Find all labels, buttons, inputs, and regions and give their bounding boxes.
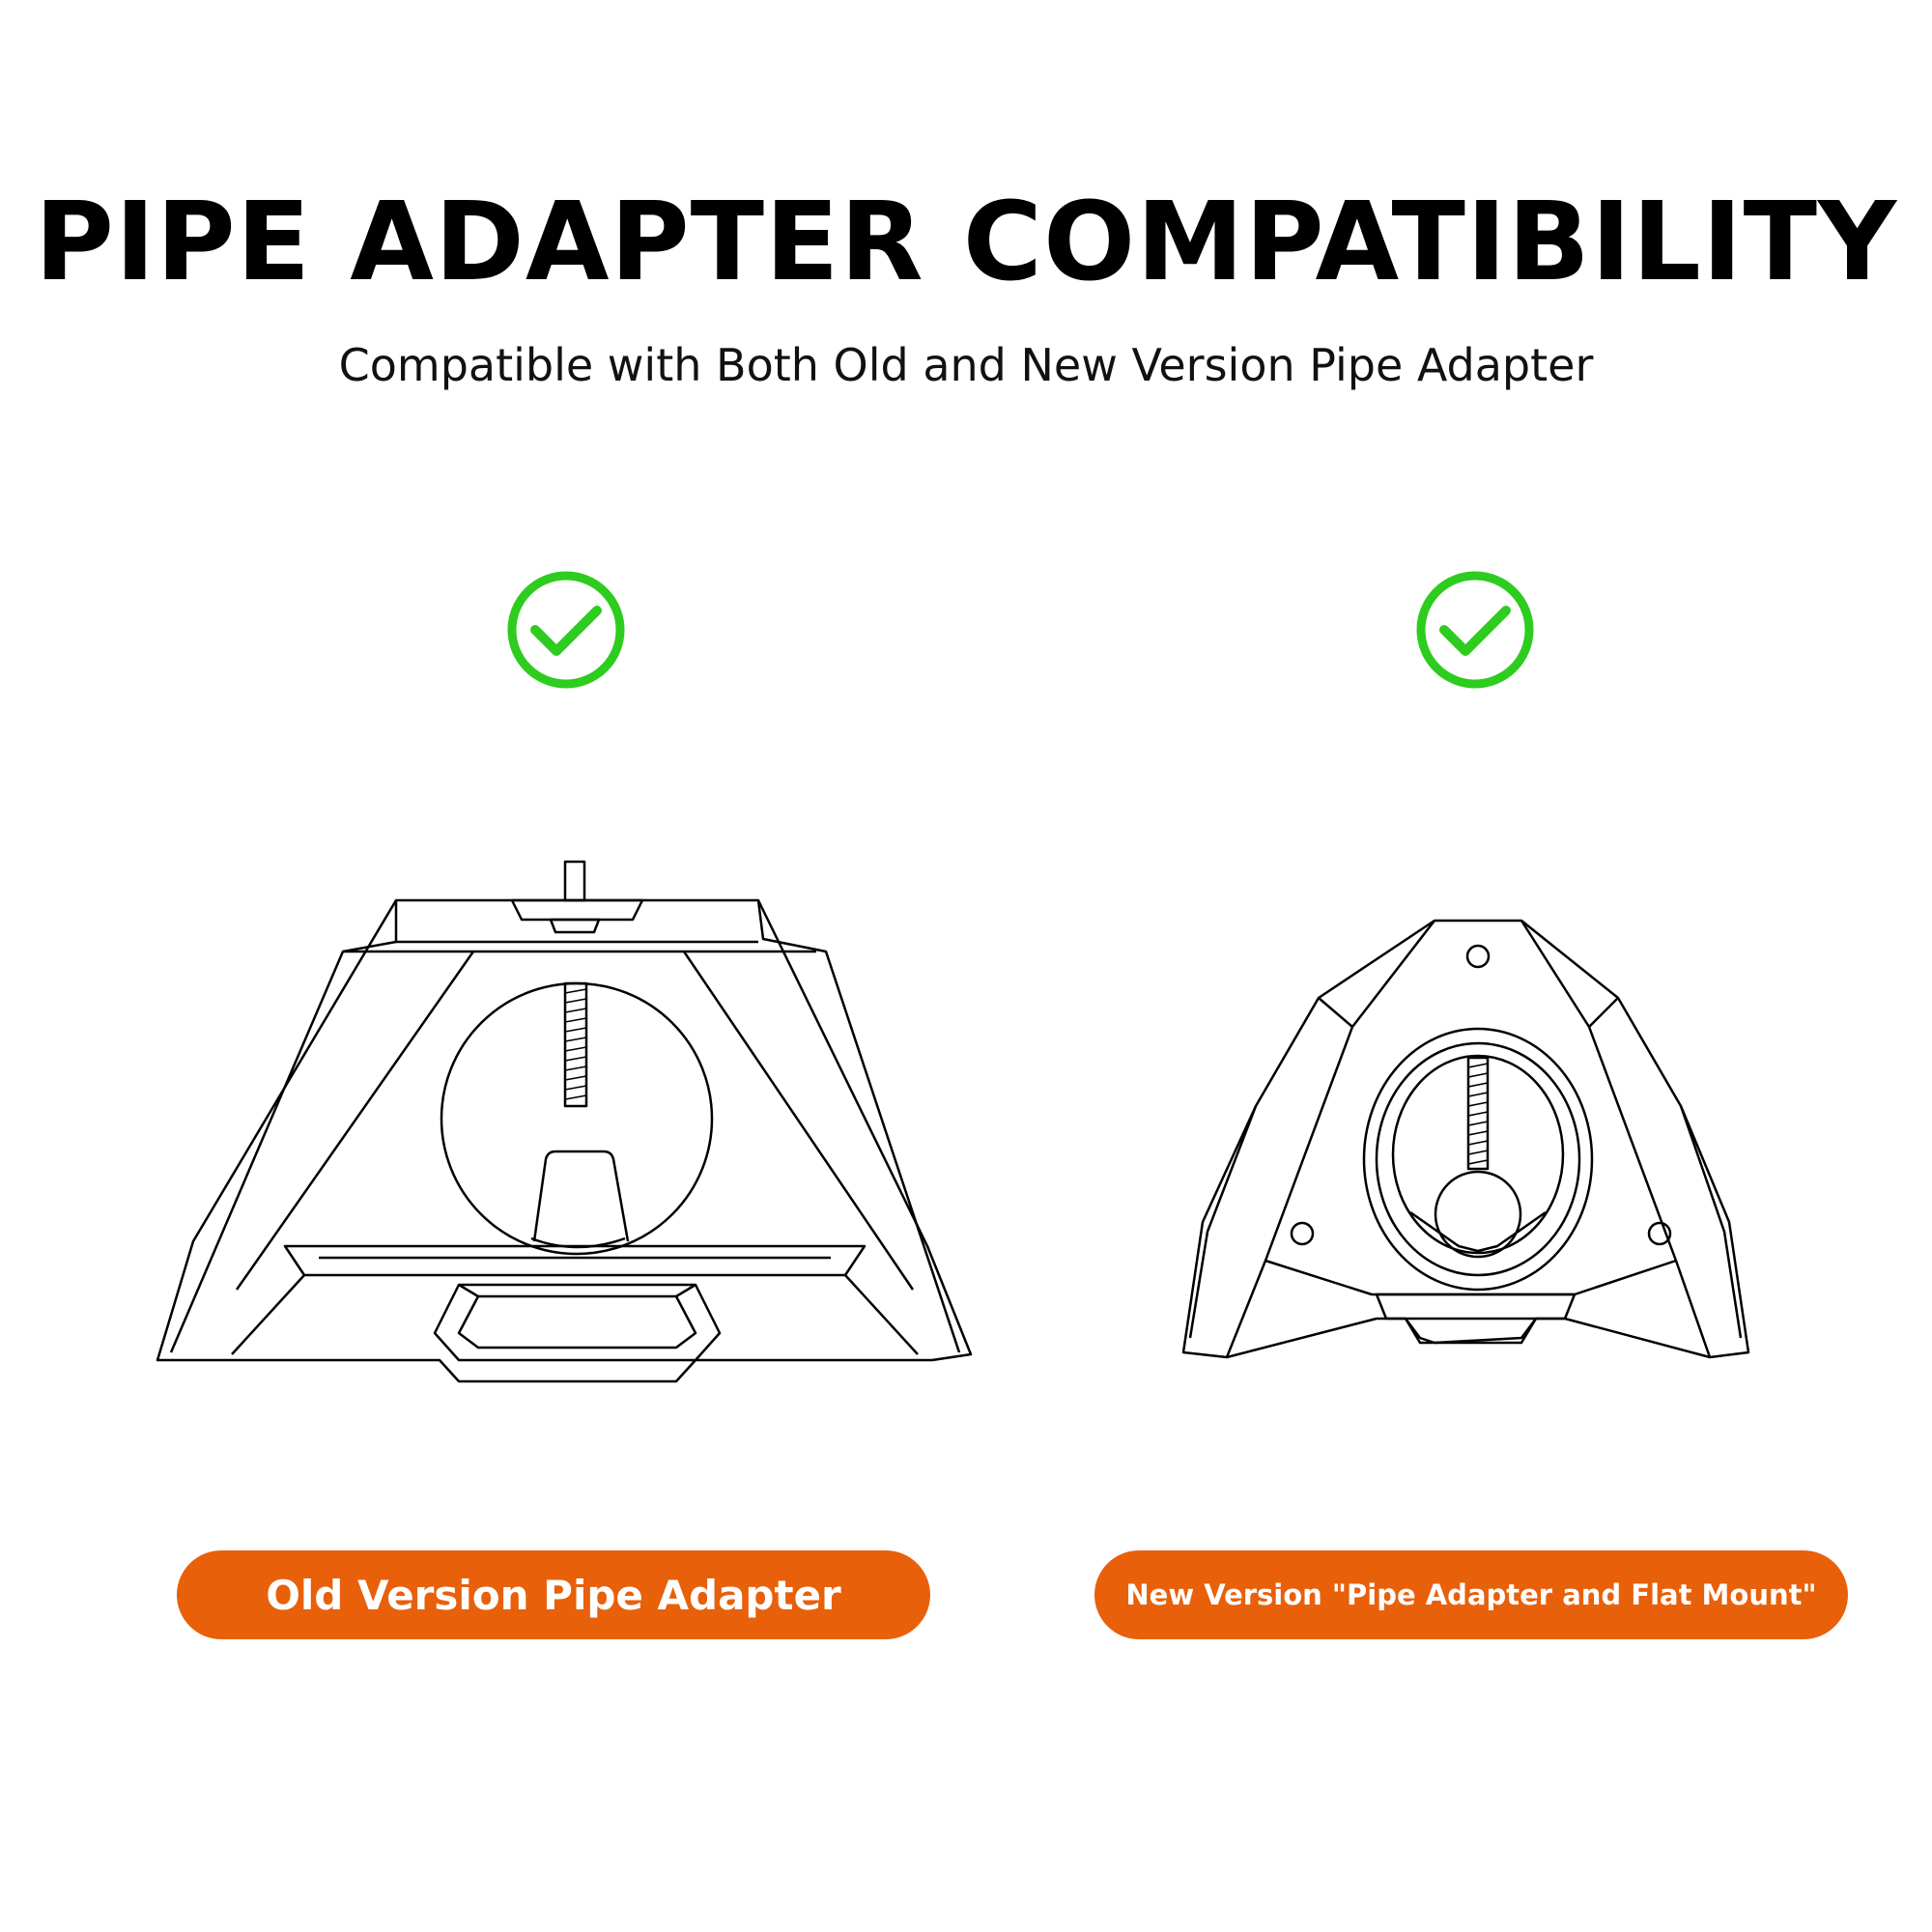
old-pipe-adapter-illustration <box>156 860 973 1383</box>
check-circle-icon <box>1416 571 1534 689</box>
check-circle-icon <box>507 571 625 689</box>
new-pipe-adapter-illustration <box>1181 919 1750 1359</box>
page-subtitle: Compatible with Both Old and New Version… <box>338 339 1594 391</box>
new-version-label: New Version "Pipe Adapter and Flat Mount… <box>1094 1550 1848 1639</box>
old-version-label: Old Version Pipe Adapter <box>177 1550 930 1639</box>
page-title: PIPE ADAPTER COMPATIBILITY <box>34 180 1898 305</box>
